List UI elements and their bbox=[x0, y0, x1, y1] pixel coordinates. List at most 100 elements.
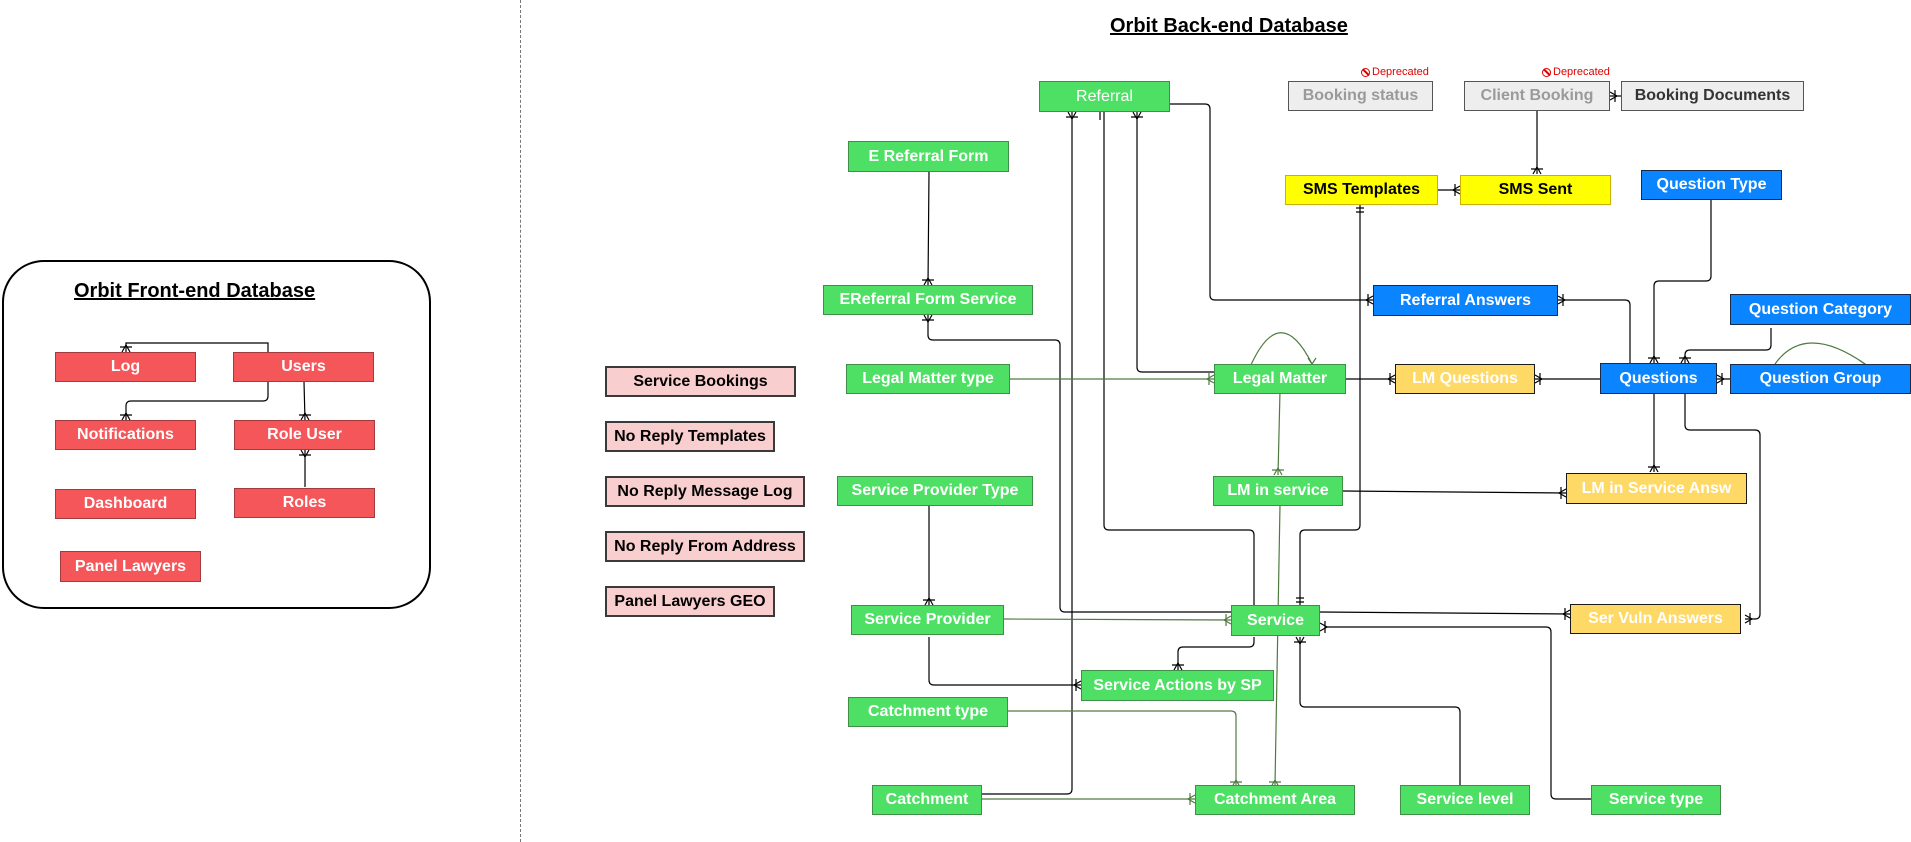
marker-client bbox=[1609, 90, 1619, 102]
marker-actions-top bbox=[1172, 661, 1184, 671]
table-ser-vuln-answers[interactable]: Ser Vuln Answers bbox=[1570, 604, 1741, 634]
marker-service-bottom bbox=[1294, 636, 1306, 646]
table-no-reply-templates[interactable]: No Reply Templates bbox=[605, 421, 775, 452]
table-booking-status[interactable]: Booking status bbox=[1288, 81, 1433, 111]
link-questiontype-questions bbox=[1653, 200, 1712, 363]
marker-log bbox=[120, 343, 132, 353]
table-service-actions-by-sp[interactable]: Service Actions by SP bbox=[1081, 670, 1274, 701]
marker-questions-right bbox=[1716, 373, 1726, 385]
table-role-user[interactable]: Role User bbox=[234, 420, 375, 450]
frontend-title: Orbit Front-end Database bbox=[74, 280, 316, 302]
table-service-bookings[interactable]: Service Bookings bbox=[605, 366, 796, 397]
table-catchment[interactable]: Catchment bbox=[872, 785, 982, 815]
link-provider-service bbox=[1003, 618, 1232, 621]
link-referralanswers-questions bbox=[1558, 299, 1631, 363]
marker-actions-left bbox=[1072, 679, 1082, 691]
table-service-level[interactable]: Service level bbox=[1400, 785, 1530, 815]
table-questions[interactable]: Questions bbox=[1600, 363, 1717, 394]
link-provider-actions bbox=[928, 637, 1081, 686]
table-e-referral-form[interactable]: E Referral Form bbox=[848, 141, 1009, 172]
table-lm-in-service[interactable]: LM in service bbox=[1213, 476, 1343, 506]
deprecated-label: Deprecated bbox=[1553, 66, 1610, 78]
table-question-category[interactable]: Question Category bbox=[1730, 294, 1911, 325]
marker-lmserviceansw-top bbox=[1648, 463, 1660, 473]
marker-questions-top1 bbox=[1648, 354, 1660, 364]
ban-icon bbox=[1542, 67, 1551, 77]
link-lmservice-lmserviceansw bbox=[1342, 490, 1567, 494]
marker-lmserviceansw-left bbox=[1557, 487, 1567, 499]
table-panel-lawyers-geo[interactable]: Panel Lawyers GEO bbox=[605, 586, 775, 617]
table-legal-matter-type[interactable]: Legal Matter type bbox=[846, 364, 1010, 394]
marker-questions-left bbox=[1534, 373, 1544, 385]
link-ereferralform-service bbox=[927, 171, 930, 286]
table-no-reply-from-address[interactable]: No Reply From Address bbox=[605, 531, 805, 562]
table-lm-in-service-answ[interactable]: LM in Service Answ bbox=[1566, 473, 1747, 504]
marker-roleuser-top bbox=[299, 411, 311, 421]
table-booking-documents[interactable]: Booking Documents bbox=[1621, 81, 1804, 111]
table-service[interactable]: Service bbox=[1231, 605, 1320, 636]
link-service-servicetype bbox=[1326, 626, 1591, 800]
link-legalmatter-self bbox=[1249, 332, 1313, 368]
table-client-booking[interactable]: Client Booking bbox=[1464, 81, 1610, 111]
marker-lmservice-top bbox=[1272, 466, 1284, 476]
link-users-notifications bbox=[125, 382, 269, 420]
deprecated-tag-booking-status: Deprecated bbox=[1361, 66, 1429, 78]
table-sms-templates[interactable]: SMS Templates bbox=[1285, 175, 1438, 205]
deprecated-label: Deprecated bbox=[1372, 66, 1429, 78]
marker-referral-1 bbox=[1066, 111, 1078, 121]
marker-catchmentarea-left bbox=[1186, 793, 1196, 805]
frontend-database-container bbox=[2, 260, 431, 609]
table-no-reply-message-log[interactable]: No Reply Message Log bbox=[605, 476, 805, 507]
table-catchment-area[interactable]: Catchment Area bbox=[1195, 785, 1355, 815]
table-users[interactable]: Users bbox=[233, 352, 374, 382]
table-legal-matter[interactable]: Legal Matter bbox=[1214, 364, 1346, 394]
marker-legalmatter-left bbox=[1205, 373, 1215, 385]
marker-catchmentarea-top1 bbox=[1230, 778, 1242, 788]
link-ereferralservice-service bbox=[927, 315, 1231, 613]
marker-lmquestions-left bbox=[1386, 373, 1396, 385]
marker-smssent-left bbox=[1451, 184, 1461, 196]
table-question-type[interactable]: Question Type bbox=[1641, 170, 1782, 200]
marker-questions-top2 bbox=[1679, 354, 1691, 364]
marker-referralanswers-right bbox=[1557, 294, 1567, 306]
backend-title: Orbit Back-end Database bbox=[1110, 15, 1348, 37]
marker-roleuser-bottom bbox=[299, 449, 311, 459]
table-lm-questions[interactable]: LM Questions bbox=[1395, 364, 1535, 394]
marker-service-top bbox=[1296, 597, 1304, 603]
table-service-provider[interactable]: Service Provider bbox=[851, 605, 1004, 635]
link-referral-service bbox=[1103, 112, 1255, 605]
link-group-self bbox=[1774, 342, 1866, 365]
marker-smssent bbox=[1531, 165, 1543, 175]
marker-service-right bbox=[1319, 621, 1329, 633]
link-service-actions bbox=[1177, 637, 1255, 670]
link-service-servulnanswers bbox=[1319, 611, 1571, 615]
table-service-type[interactable]: Service type bbox=[1591, 785, 1721, 815]
marker-ereferralservice-bottom bbox=[922, 314, 934, 324]
table-log[interactable]: Log bbox=[55, 352, 196, 382]
section-divider bbox=[520, 0, 521, 842]
ban-icon bbox=[1361, 67, 1370, 77]
table-service-provider-type[interactable]: Service Provider Type bbox=[837, 476, 1033, 506]
marker-servulnanswers-right bbox=[1744, 613, 1754, 625]
link-legalmatter-lmservice bbox=[1277, 390, 1281, 476]
table-referral[interactable]: Referral bbox=[1039, 81, 1170, 112]
table-question-group[interactable]: Question Group bbox=[1730, 364, 1911, 394]
marker-referralanswers-left bbox=[1364, 294, 1374, 306]
table-ereferral-form-service[interactable]: EReferral Form Service bbox=[823, 285, 1033, 315]
table-notifications[interactable]: Notifications bbox=[55, 420, 196, 450]
table-sms-sent[interactable]: SMS Sent bbox=[1460, 175, 1611, 205]
table-roles[interactable]: Roles bbox=[234, 488, 375, 518]
table-referral-answers[interactable]: Referral Answers bbox=[1373, 285, 1558, 316]
marker-smstemplates-bottom bbox=[1356, 207, 1364, 213]
marker-catchmentarea-top2 bbox=[1269, 778, 1281, 788]
link-smstemplates-service bbox=[1299, 205, 1361, 605]
table-dashboard[interactable]: Dashboard bbox=[55, 489, 196, 519]
table-panel-lawyers[interactable]: Panel Lawyers bbox=[60, 551, 201, 582]
marker-service-left bbox=[1222, 614, 1232, 626]
link-category-questions bbox=[1684, 328, 1772, 363]
table-catchment-type[interactable]: Catchment type bbox=[848, 697, 1008, 727]
link-lmservice-catchmentarea bbox=[1274, 504, 1281, 786]
marker-ereferralservice bbox=[922, 276, 934, 286]
link-referral-catchment bbox=[982, 112, 1073, 795]
